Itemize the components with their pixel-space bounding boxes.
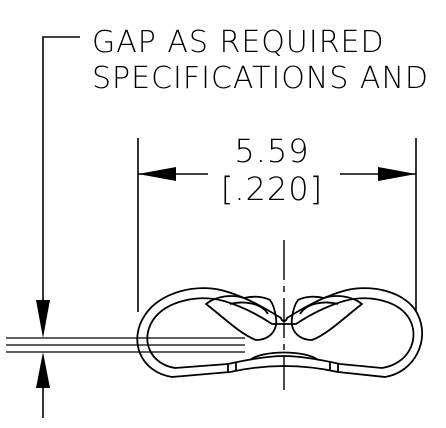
dimension-metric: 5.59 bbox=[234, 132, 309, 170]
gap-arrow-up bbox=[36, 352, 50, 388]
clip-inner-contour bbox=[146, 297, 415, 369]
dimension-imperial: [.220] bbox=[221, 170, 323, 208]
dimension-extension-lines bbox=[137, 138, 417, 312]
gap-leader bbox=[42, 36, 80, 300]
note-line-2: SPECIFICATIONS AND bbox=[92, 61, 429, 96]
clip-bottom-bump bbox=[249, 351, 319, 361]
clip-right-lobe bbox=[290, 295, 363, 341]
clip-left-lobe-detail bbox=[229, 301, 269, 315]
gap-arrow-down bbox=[36, 300, 50, 338]
gap-extension-lines bbox=[6, 337, 245, 353]
clip-left-notch bbox=[227, 362, 237, 372]
note-line-1: GAP AS REQUIRED bbox=[92, 25, 385, 60]
clip-right-lobe-detail bbox=[299, 301, 339, 315]
dimension-arrow-right bbox=[378, 167, 416, 181]
clip-left-lobe bbox=[205, 295, 278, 341]
dimension-arrow-left bbox=[138, 167, 176, 181]
clip-profile bbox=[136, 287, 423, 378]
clip-outer-contour bbox=[136, 287, 423, 378]
clip-right-notch bbox=[329, 362, 339, 372]
